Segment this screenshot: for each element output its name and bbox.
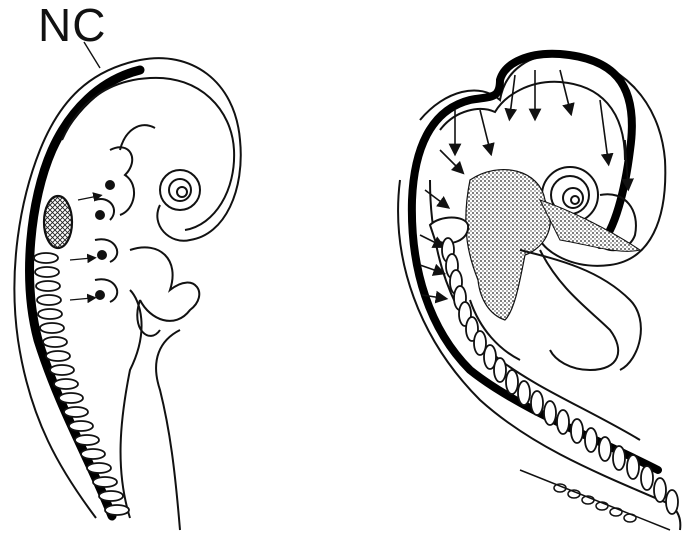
left-eye	[160, 170, 200, 210]
right-crest-derived-mesenchyme	[466, 170, 551, 320]
left-otic-vesicle	[44, 196, 72, 248]
left-embryo	[14, 58, 240, 530]
left-somites	[34, 253, 129, 515]
nc-label: NC	[38, 2, 106, 48]
